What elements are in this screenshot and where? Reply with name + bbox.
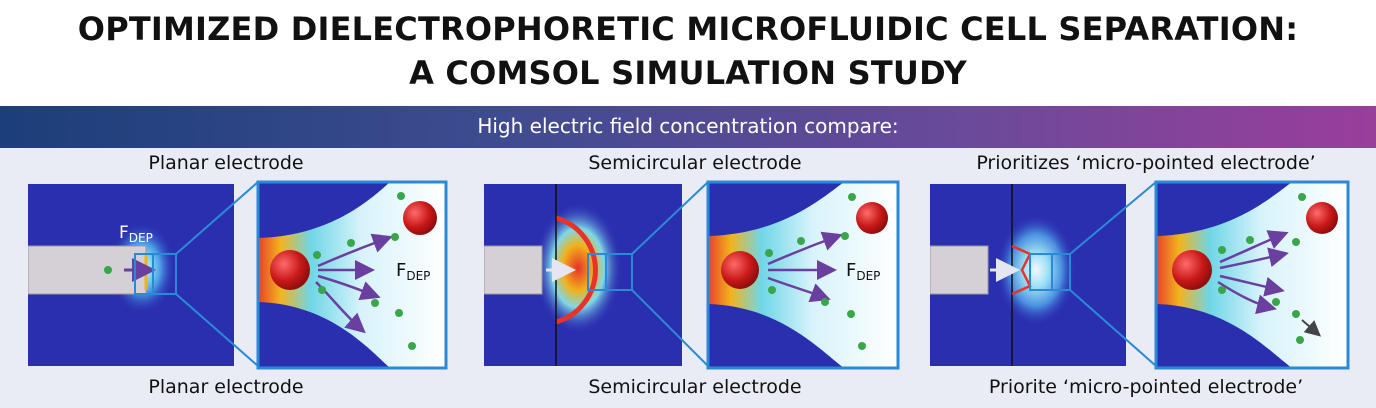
panel-3-zoom-view xyxy=(1154,180,1350,370)
figure-title-line-1: OPTIMIZED DIELECTROPHORETIC MICROFLUIDIC… xyxy=(77,10,1299,48)
panel-3-field-view xyxy=(930,184,1126,366)
particle xyxy=(104,266,112,274)
panel-2-zoom-view xyxy=(706,180,900,370)
red-cell xyxy=(856,202,888,234)
red-cell xyxy=(403,201,437,235)
panel-2-bottom-label: Semicircular electrode xyxy=(588,376,802,398)
panel-1-bottom-label: Planar electrode xyxy=(148,376,304,398)
red-cell xyxy=(1306,202,1338,234)
panel-1-zoom-view xyxy=(256,180,448,370)
panel-1-field-view xyxy=(28,184,234,366)
panel-1-top-label: Planar electrode xyxy=(148,152,304,174)
panel-2-top-label: Semicircular electrode xyxy=(588,152,802,174)
panel-2-zoom-force-label: FDEP xyxy=(846,260,880,283)
panel-1-force-label: FDEP xyxy=(119,223,153,245)
panel-3-top-label: Prioritizes ‘micro-pointed electrode’ xyxy=(976,152,1316,174)
panel-1-zoom-force-label: FDEP xyxy=(396,260,430,283)
figure-title-line-2: A COMSOL SIMULATION STUDY xyxy=(409,54,967,92)
red-cell xyxy=(1172,250,1212,290)
comparison-banner xyxy=(0,106,1376,148)
panel-3-bottom-label: Priorite ‘micro-pointed electrode’ xyxy=(988,376,1304,398)
panel-2-field-view xyxy=(484,184,682,366)
red-cell xyxy=(721,251,759,289)
red-cell xyxy=(270,250,310,290)
banner-text: High electric field concentration compar… xyxy=(477,114,899,138)
